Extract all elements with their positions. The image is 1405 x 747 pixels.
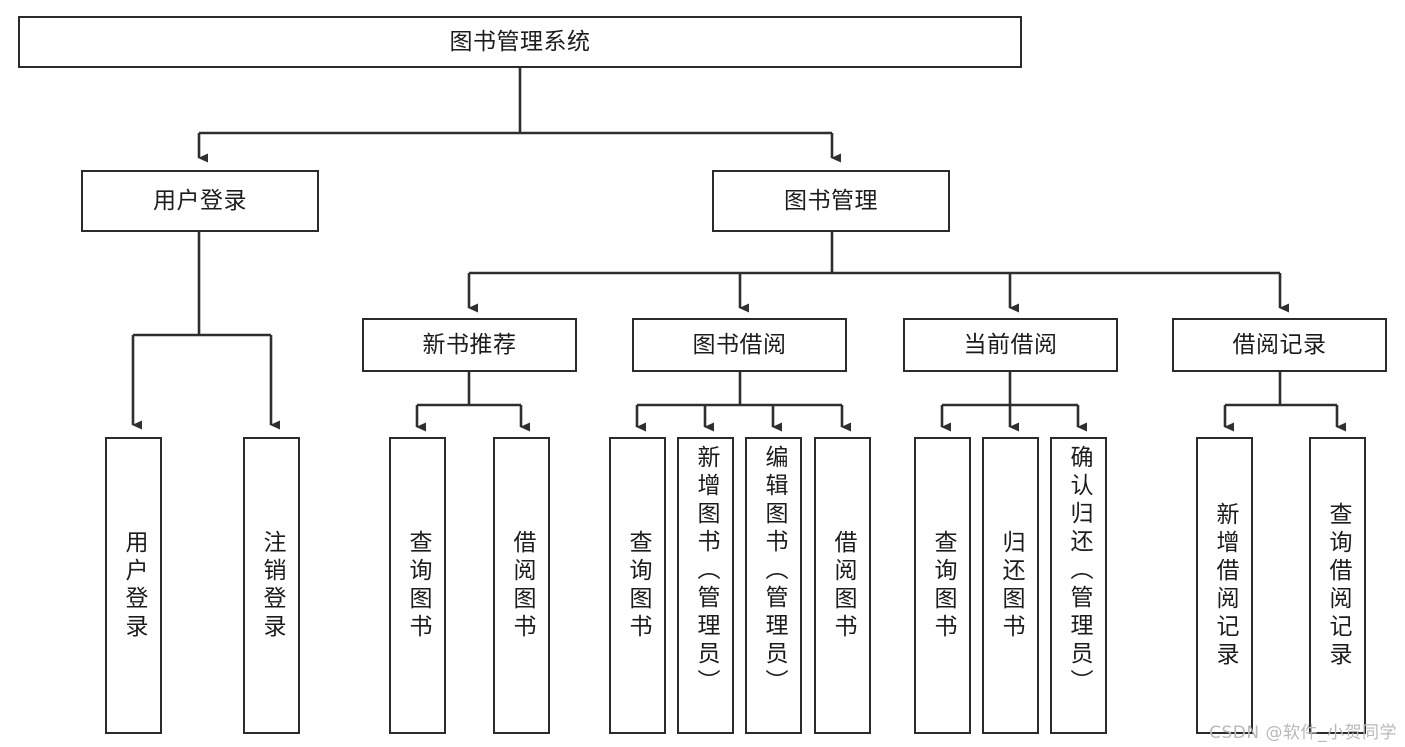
leaf-record-query-record[interactable]: 查询借阅记录 [1309, 437, 1366, 734]
leaf-current-query-book[interactable]: 查询图书 [914, 437, 971, 734]
leaf-record-add-record-label: 新增借阅记录 [1212, 501, 1238, 670]
node-current-borrow-label: 当前借阅 [963, 331, 1058, 358]
leaf-user-login-logout[interactable]: 注销登录 [243, 437, 300, 734]
leaf-current-query-book-label: 查询图书 [930, 529, 956, 642]
node-borrow-record[interactable]: 借阅记录 [1172, 318, 1387, 372]
node-new-book-recommend-label: 新书推荐 [422, 331, 517, 358]
leaf-current-return-book-label: 归还图书 [998, 529, 1024, 642]
leaf-current-confirm-return-admin[interactable]: 确认归还（管理员） [1050, 437, 1107, 734]
leaf-user-login-login[interactable]: 用户登录 [105, 437, 162, 734]
leaf-new-book-query-book-label: 查询图书 [405, 529, 431, 642]
node-root-book-management-system[interactable]: 图书管理系统 [18, 16, 1022, 68]
leaf-user-login-logout-label: 注销登录 [259, 529, 285, 642]
leaf-new-book-borrow-book-label: 借阅图书 [509, 529, 535, 642]
leaf-borrow-borrow-book-label: 借阅图书 [830, 529, 856, 642]
leaf-current-confirm-return-admin-label: 确认归还（管理员） [1066, 445, 1092, 697]
leaf-borrow-query-book-label: 查询图书 [625, 529, 651, 642]
node-book-borrow-label: 图书借阅 [692, 331, 787, 358]
node-new-book-recommend[interactable]: 新书推荐 [362, 318, 577, 372]
node-root-label: 图书管理系统 [449, 28, 591, 55]
leaf-user-login-login-label: 用户登录 [121, 529, 147, 642]
node-current-borrow[interactable]: 当前借阅 [903, 318, 1118, 372]
leaf-new-book-borrow-book[interactable]: 借阅图书 [493, 437, 550, 734]
leaf-record-add-record[interactable]: 新增借阅记录 [1196, 437, 1253, 734]
leaf-record-query-record-label: 查询借阅记录 [1325, 501, 1351, 670]
node-book-management-label: 图书管理 [784, 187, 878, 214]
leaf-borrow-borrow-book[interactable]: 借阅图书 [814, 437, 871, 734]
leaf-borrow-add-book-admin[interactable]: 新增图书（管理员） [677, 437, 734, 734]
leaf-borrow-add-book-admin-label: 新增图书（管理员） [693, 445, 719, 697]
node-book-borrow[interactable]: 图书借阅 [632, 318, 847, 372]
node-borrow-record-label: 借阅记录 [1232, 331, 1327, 358]
leaf-borrow-query-book[interactable]: 查询图书 [609, 437, 666, 734]
node-user-login-label: 用户登录 [153, 187, 247, 214]
leaf-borrow-edit-book-admin-label: 编辑图书（管理员） [761, 445, 787, 697]
leaf-borrow-edit-book-admin[interactable]: 编辑图书（管理员） [745, 437, 802, 734]
csdn-watermark: CSDN @软件_小贺同学 [1209, 723, 1397, 743]
leaf-current-return-book[interactable]: 归还图书 [982, 437, 1039, 734]
leaf-new-book-query-book[interactable]: 查询图书 [389, 437, 446, 734]
node-book-management[interactable]: 图书管理 [712, 170, 950, 232]
node-user-login[interactable]: 用户登录 [81, 170, 319, 232]
